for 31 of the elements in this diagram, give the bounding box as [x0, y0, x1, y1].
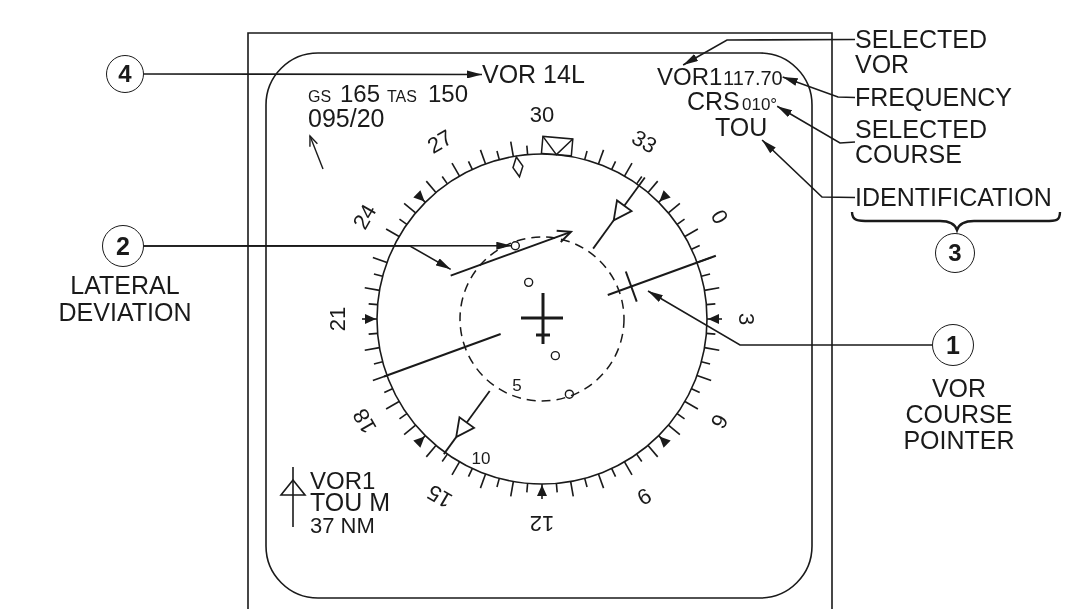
leader-arrow — [647, 290, 933, 346]
navaid-readout: VOR1 — [657, 65, 723, 89]
speed-label: GS — [308, 89, 332, 105]
callout-caption: LATERAL DEVIATION — [57, 272, 193, 326]
approach-readout: VOR 14L — [482, 62, 585, 87]
callout-label: FREQUENCY — [855, 85, 1012, 110]
callout-label: SELECTED COURSE — [855, 117, 995, 167]
heading-scale-number: 12 — [529, 512, 555, 534]
distance-readout: 37 NM — [310, 515, 375, 537]
speed-value: 165 — [340, 82, 381, 106]
heading-scale-number: 30 — [529, 104, 555, 126]
heading-scale-number: 3 — [735, 312, 757, 326]
identifier-readout: TOU — [715, 115, 768, 140]
course-label: CRS — [687, 89, 740, 114]
wind-readout: 095/20 — [308, 106, 385, 131]
leader-arrow — [143, 70, 483, 79]
heading-scale-number: 21 — [327, 306, 349, 332]
leader-arrow — [781, 76, 856, 99]
frequency-readout: 117.70 — [723, 68, 783, 88]
leader-arrow — [776, 105, 856, 144]
callout-caption: VOR COURSE POINTER — [902, 375, 1016, 453]
callout-label: IDENTIFICATION — [855, 185, 1052, 210]
leader-arrow — [761, 139, 856, 199]
callout-label: SELECTED VOR — [855, 27, 995, 77]
leader-arrow — [143, 245, 452, 271]
leader-arrow — [682, 38, 856, 66]
course-readout: 010° — [742, 96, 778, 113]
navaid-label: VOR1 — [310, 469, 376, 493]
speed-label: TAS — [387, 89, 417, 105]
speed-value: 150 — [428, 82, 469, 106]
navaid-label: TOU M — [310, 490, 391, 515]
